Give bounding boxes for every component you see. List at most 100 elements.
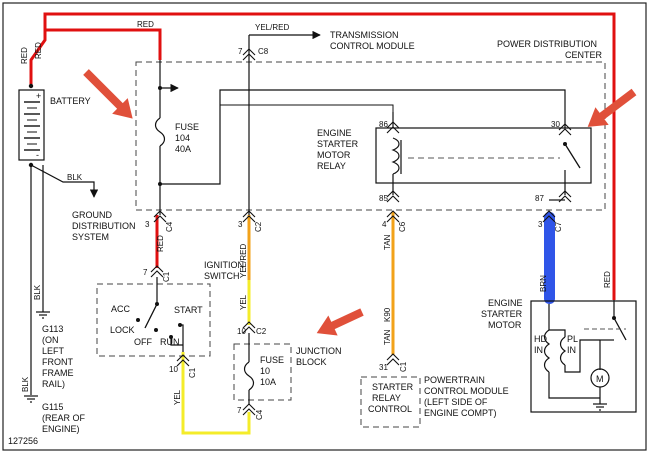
c2-junction-label: C2 (256, 327, 267, 336)
fuse104-label-1: FUSE (175, 122, 199, 132)
ground-label-1: GROUND (72, 210, 112, 220)
fuse-10 (243, 333, 255, 405)
annotation-arrow-battery (83, 69, 133, 119)
pl-in-label: IN (567, 345, 576, 355)
pin-7-c4-junction: 7 (237, 406, 242, 415)
pdc-label-2: CENTER (565, 50, 603, 60)
relay-label-3: MOTOR (317, 150, 351, 160)
pin-85: 85 (379, 194, 388, 203)
red-label-right: RED (603, 271, 612, 288)
junction-label-2: BLOCK (296, 357, 327, 367)
power-distribution-center-box (135, 61, 606, 211)
red-label-top: RED (137, 20, 154, 29)
transmission-label-1: TRANSMISSION (330, 30, 399, 40)
ground-label-2: DISTRIBUTION (72, 221, 136, 231)
red-label-ignition: RED (156, 235, 165, 252)
relay-label-2: STARTER (317, 139, 359, 149)
acc-label: ACC (111, 304, 131, 314)
pdc-label-1: POWER DISTRIBUTION (497, 39, 597, 49)
junction-label-1: JUNCTION (296, 346, 342, 356)
off-label: OFF (134, 337, 152, 347)
pin-4-c6: 4 (382, 220, 387, 229)
c1-ignition-lower-label: C1 (188, 367, 197, 378)
red-wire-battery-right (43, 12, 616, 300)
pin-3-c7: 3 (538, 220, 543, 229)
annotation-arrow-relay (587, 88, 637, 127)
pin-30: 30 (551, 120, 560, 129)
pcm-label-1: POWERTRAIN (424, 375, 485, 385)
relay-label-1: ENGINE (317, 128, 352, 138)
starter-relay-label-3: CONTROL (368, 404, 412, 414)
pin-87: 87 (535, 194, 544, 203)
fuse104-label-2: 104 (175, 133, 190, 143)
relay-coil (220, 104, 560, 203)
tan-label-upper: TAN (383, 234, 392, 250)
yel-label-lower-left: YEL (173, 389, 182, 405)
c8-label: C8 (258, 47, 269, 56)
g115-label-3: ENGINE) (42, 424, 80, 434)
ignition-label-2: SWITCH (204, 271, 240, 281)
red-label-left-1: RED (20, 47, 29, 64)
pcm-label-2: CONTROL MODULE (424, 386, 509, 396)
yel-red-label-top: YEL/RED (255, 23, 289, 32)
starter-motor-box (530, 300, 637, 413)
pcm-label-4: ENGINE COMPT) (424, 408, 497, 418)
red-label-left-2: RED (34, 42, 43, 59)
pcm-box (360, 376, 421, 428)
fuse10-label-1: FUSE (260, 355, 284, 365)
battery-positive-terminal (28, 83, 34, 89)
run-label: RUN (160, 337, 180, 347)
g113-label-3: LEFT (42, 346, 65, 356)
starter-motor-label-2: STARTER (481, 309, 523, 319)
pin-10-c1-ignition: 10 (169, 365, 178, 374)
fuse10-label-2: 10 (260, 366, 270, 376)
fuse10-label-3: 10A (260, 377, 276, 387)
pcm-label-3: (LEFT SIDE OF (424, 397, 488, 407)
relay-switch (549, 123, 581, 203)
colored-wires (29, 12, 616, 435)
starter-windings (543, 300, 627, 411)
c7-label: C7 (554, 221, 563, 232)
lock-label: LOCK (110, 325, 135, 335)
pin-3-c2: 3 (238, 220, 243, 229)
tan-label-lower: TAN (383, 329, 392, 345)
c6-label: C6 (398, 221, 407, 232)
brn-label: BRN (539, 275, 548, 292)
c4-left-label: C4 (165, 221, 174, 232)
c2-top-label: C2 (254, 221, 263, 232)
starter-relay-label-1: STARTER (372, 382, 414, 392)
battery-label: BATTERY (50, 96, 91, 106)
k90-label: K90 (383, 307, 392, 322)
starter-motor-label-3: MOTOR (488, 320, 522, 330)
blk-label-ground: BLK (67, 173, 83, 182)
pin-86: 86 (379, 120, 388, 129)
motor-symbol: M (596, 374, 604, 384)
c1-ignition-label: C1 (162, 271, 171, 282)
battery-plus: + (36, 91, 41, 101)
battery: + - (18, 89, 45, 161)
annotation-arrows (83, 69, 637, 336)
starter-relay-box (375, 127, 592, 184)
g113-label-1: G113 (42, 324, 63, 334)
ground-label-3: SYSTEM (72, 232, 109, 242)
start-label: START (174, 305, 203, 315)
battery-minus: - (36, 150, 39, 160)
hd-in-label: IN (534, 345, 543, 355)
starter-motor-label-1: ENGINE (488, 298, 523, 308)
yel-label-upper: YEL (239, 294, 248, 310)
yel-red-label-vertical: YEL/RED (239, 244, 248, 278)
c4-junction-label: C4 (255, 409, 264, 420)
g113-label-6: RAIL) (42, 379, 65, 389)
brn-wire-highlight (544, 212, 555, 304)
starter-relay-label-2: RELAY (372, 393, 401, 403)
g113-label-5: FRAME (42, 368, 74, 378)
ignition-label-1: IGNITION (204, 260, 244, 270)
ignition-switch-contacts (136, 277, 184, 352)
c1-pcm-label: C1 (399, 361, 408, 372)
yel-wire-ignition-loop (181, 352, 251, 435)
pin-10-c2: 10 (237, 327, 246, 336)
annotation-arrow-junction (316, 308, 364, 336)
blk-label-g115: BLK (21, 376, 30, 392)
